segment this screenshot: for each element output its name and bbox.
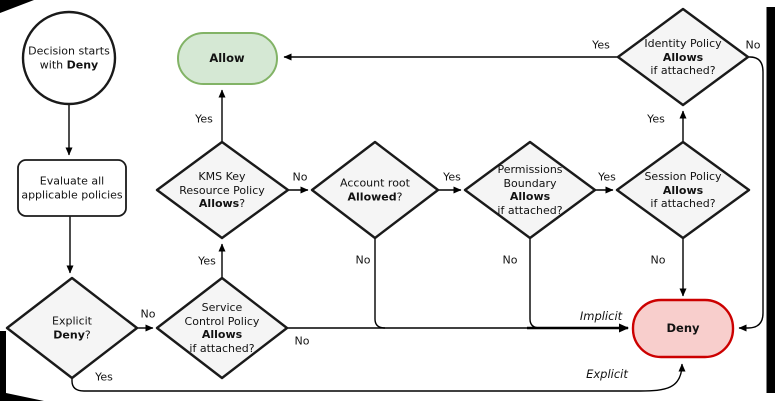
label-explicit-deny-no: No <box>140 307 156 321</box>
permissions-boundary-diamond <box>463 140 597 240</box>
session-policy-diamond <box>615 140 751 240</box>
label-account-yes: Yes <box>443 170 461 184</box>
label-scp-no: No <box>294 334 310 348</box>
account-root-diamond <box>310 140 440 240</box>
label-explicit-deny-yes: Yes <box>95 370 113 384</box>
account-root-label: Account root Allowed? <box>340 176 410 204</box>
edge-boundary-no <box>529 238 541 329</box>
label-identity-no: No <box>745 38 761 52</box>
label-kms-yes: Yes <box>195 112 213 126</box>
identity-policy-label: Identity Policy Allows if attached? <box>644 36 722 77</box>
scp-diamond <box>155 276 289 380</box>
kms-label: KMS Key Resource Policy Allows? <box>179 169 265 210</box>
screen-edge-artifact-right <box>766 7 775 393</box>
allow-label: Allow <box>209 51 245 65</box>
label-boundary-no: No <box>502 253 518 267</box>
permissions-boundary-label: Permissions Boundary Allows if attached? <box>497 163 563 217</box>
evaluate-node <box>17 159 127 217</box>
label-kms-no: No <box>292 170 308 184</box>
explicit-deny-label: Explicit Deny? <box>52 314 92 342</box>
label-explicit: Explicit <box>586 367 628 381</box>
evaluate-node-label: Evaluate all applicable policies <box>21 174 123 202</box>
edge-account-no <box>374 238 386 329</box>
start-node <box>21 10 117 106</box>
screen-edge-artifact-top-left <box>0 0 34 13</box>
screen-edge-artifact-bottom-left <box>0 331 44 401</box>
identity-policy-diamond <box>616 7 750 107</box>
edge-explicit-deny-yes <box>71 363 686 392</box>
start-node-label: Decision starts with Deny <box>28 44 110 72</box>
label-account-no: No <box>355 253 371 267</box>
label-boundary-yes: Yes <box>598 170 616 184</box>
label-identity-yes: Yes <box>592 38 610 52</box>
label-implicit: Implicit <box>579 309 623 323</box>
deny-label: Deny <box>666 321 700 335</box>
label-session-no: No <box>650 253 666 267</box>
edge-identity-no <box>738 56 764 332</box>
kms-diamond <box>155 140 290 240</box>
scp-label: Service Control Policy Allows if attache… <box>184 301 260 355</box>
deny-node <box>631 298 735 359</box>
label-session-yes: Yes <box>647 112 665 126</box>
explicit-deny-diamond <box>5 276 139 380</box>
allow-node <box>177 32 278 85</box>
label-scp-yes: Yes <box>198 254 216 268</box>
session-policy-label: Session Policy Allows if attached? <box>644 169 722 210</box>
